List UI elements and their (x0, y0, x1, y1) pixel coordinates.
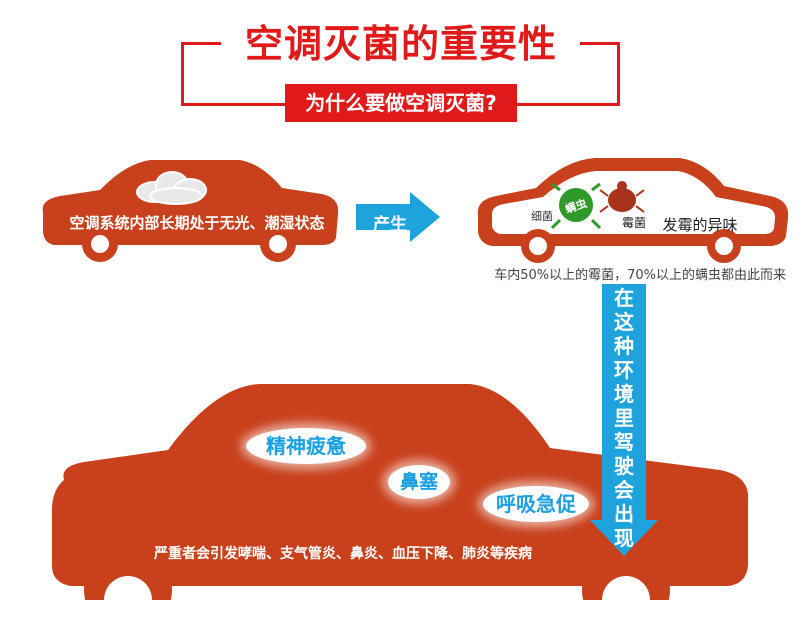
germ-icon (550, 182, 602, 230)
mite-icon (599, 181, 645, 213)
cloud-icon (136, 171, 207, 205)
arrow-down-overlay (590, 440, 658, 556)
header-frame-bottom-left (181, 103, 285, 106)
car-1 (42, 160, 339, 262)
arrow-right-icon (356, 192, 440, 242)
vertical-arrow-label: 在这种环境里驾驶会出现 (614, 286, 634, 550)
header-frame-bottom-right (517, 103, 620, 106)
header-frame-right (617, 42, 620, 106)
header-frame-top-right (580, 42, 620, 45)
stats-text: 车内50%以上的霉菌，70%以上的螨虫都由此而来 (494, 268, 786, 283)
arrow-label: 产生 (373, 215, 407, 235)
header-frame-left (181, 42, 184, 106)
symptom-fatigue: 精神疲惫 (246, 428, 366, 464)
car-2-smell-label: 发霉的异味 (662, 216, 738, 234)
symptom-breath: 呼吸急促 (483, 486, 589, 522)
car-1-text: 空调系统内部长期处于无光、潮湿状态 (69, 214, 325, 232)
page-title: 空调灭菌的重要性 (244, 22, 557, 66)
car-2-small-label: 细菌 (531, 210, 553, 223)
page-subtitle: 为什么要做空调灭菌? (285, 84, 517, 122)
symptom-nasal: 鼻塞 (388, 465, 450, 499)
disease-text: 严重者会引发哮喘、支气管炎、鼻炎、血压下降、肺炎等疾病 (154, 546, 532, 562)
car-2-mold-label: 霉菌 (621, 216, 646, 230)
header-frame-top-left (181, 42, 221, 45)
car-3 (0, 384, 800, 617)
